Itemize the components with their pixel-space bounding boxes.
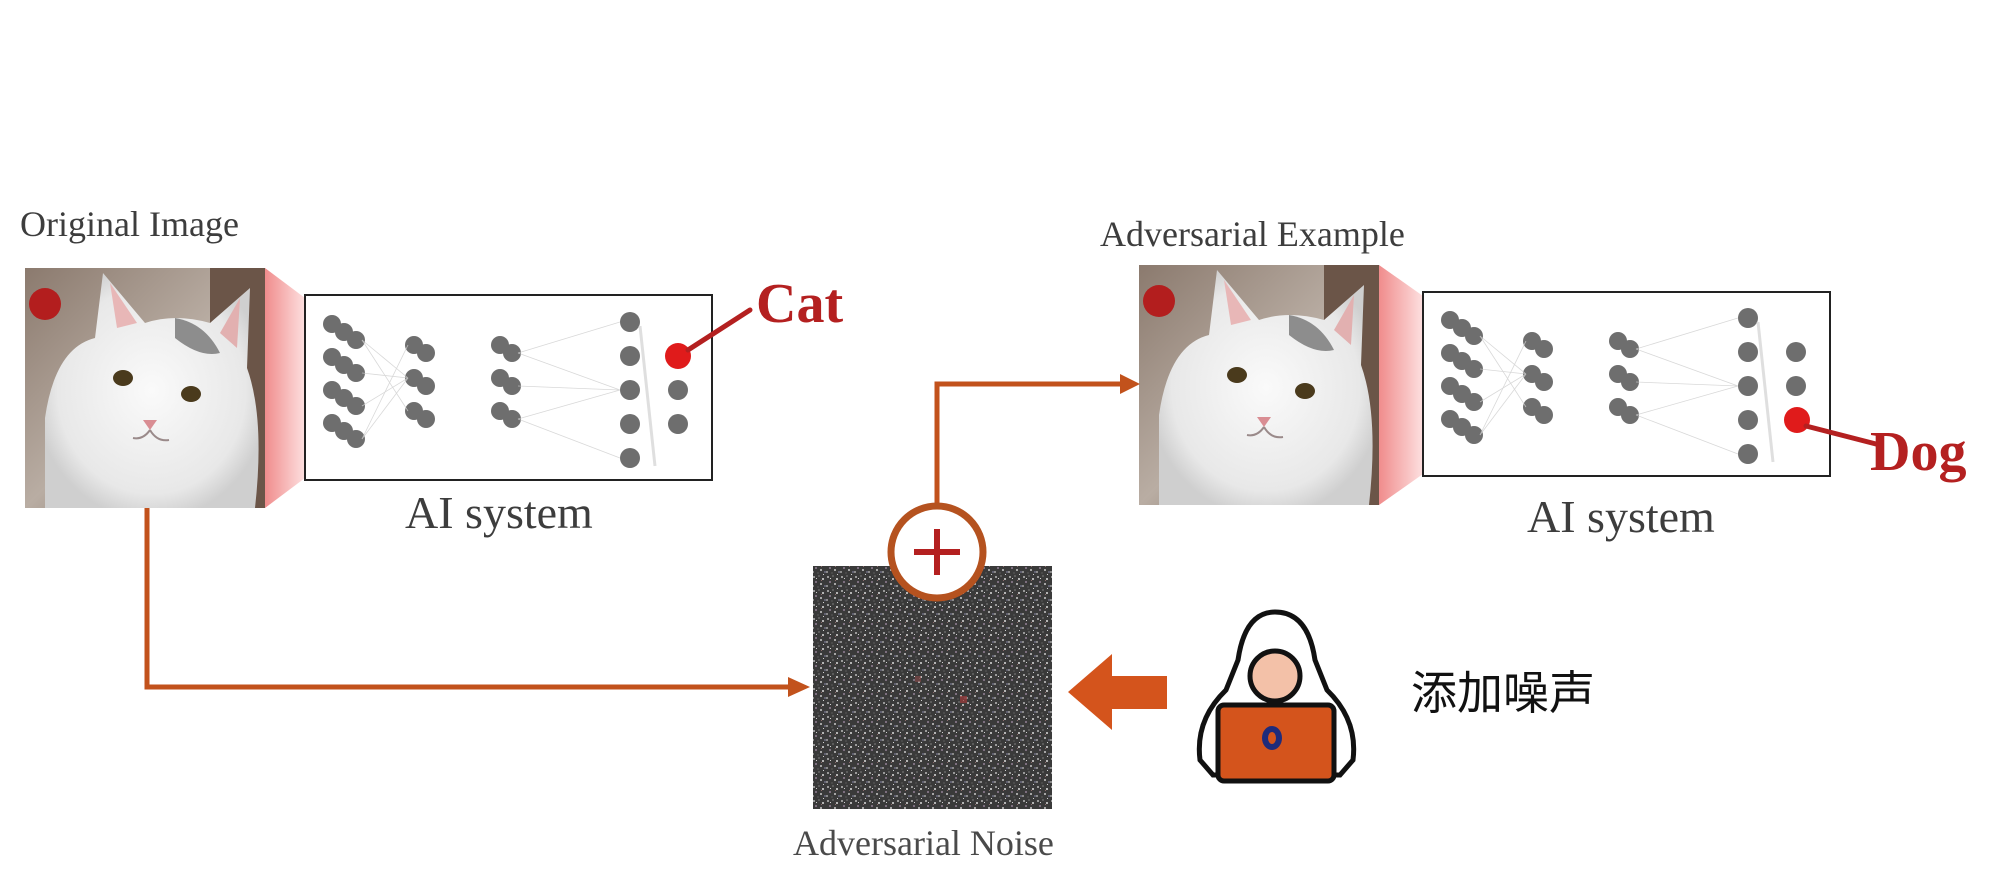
adversarial-cat-image (1138, 264, 1380, 506)
arrow-head-to-noise (788, 677, 810, 697)
left-block-arrow-icon (1068, 654, 1167, 730)
dog-pointer-line (1803, 423, 1879, 447)
input-funnel-left (265, 268, 305, 508)
output-node-cat (665, 343, 691, 369)
adversarial-example-title: Adversarial Example (1100, 214, 1405, 254)
noise-speck (960, 696, 967, 703)
noise-speck (915, 676, 921, 682)
arrow-head-to-adversarial (1120, 374, 1140, 394)
output-label-dog: Dog (1870, 421, 1966, 483)
adversarial-noise-label: Adversarial Noise (793, 823, 1054, 863)
hacker-with-laptop-icon (1196, 609, 1357, 784)
cat-pointer-line (685, 307, 753, 353)
ai-system-label-right: AI system (1527, 491, 1715, 542)
original-cat-image (24, 267, 266, 509)
add-noise-label: 添加噪声 (1411, 666, 1595, 720)
arrow-sum-to-adversarial (934, 381, 1122, 505)
output-node-dog (1784, 407, 1810, 433)
ai-system-label-left: AI system (405, 487, 593, 538)
output-label-cat: Cat (756, 273, 843, 335)
original-image-title: Original Image (20, 204, 239, 244)
input-funnel-right (1379, 265, 1423, 505)
plus-circle-icon (887, 502, 987, 602)
arrow-original-to-noise (144, 508, 790, 690)
adversarial-noise-image (813, 566, 1052, 809)
